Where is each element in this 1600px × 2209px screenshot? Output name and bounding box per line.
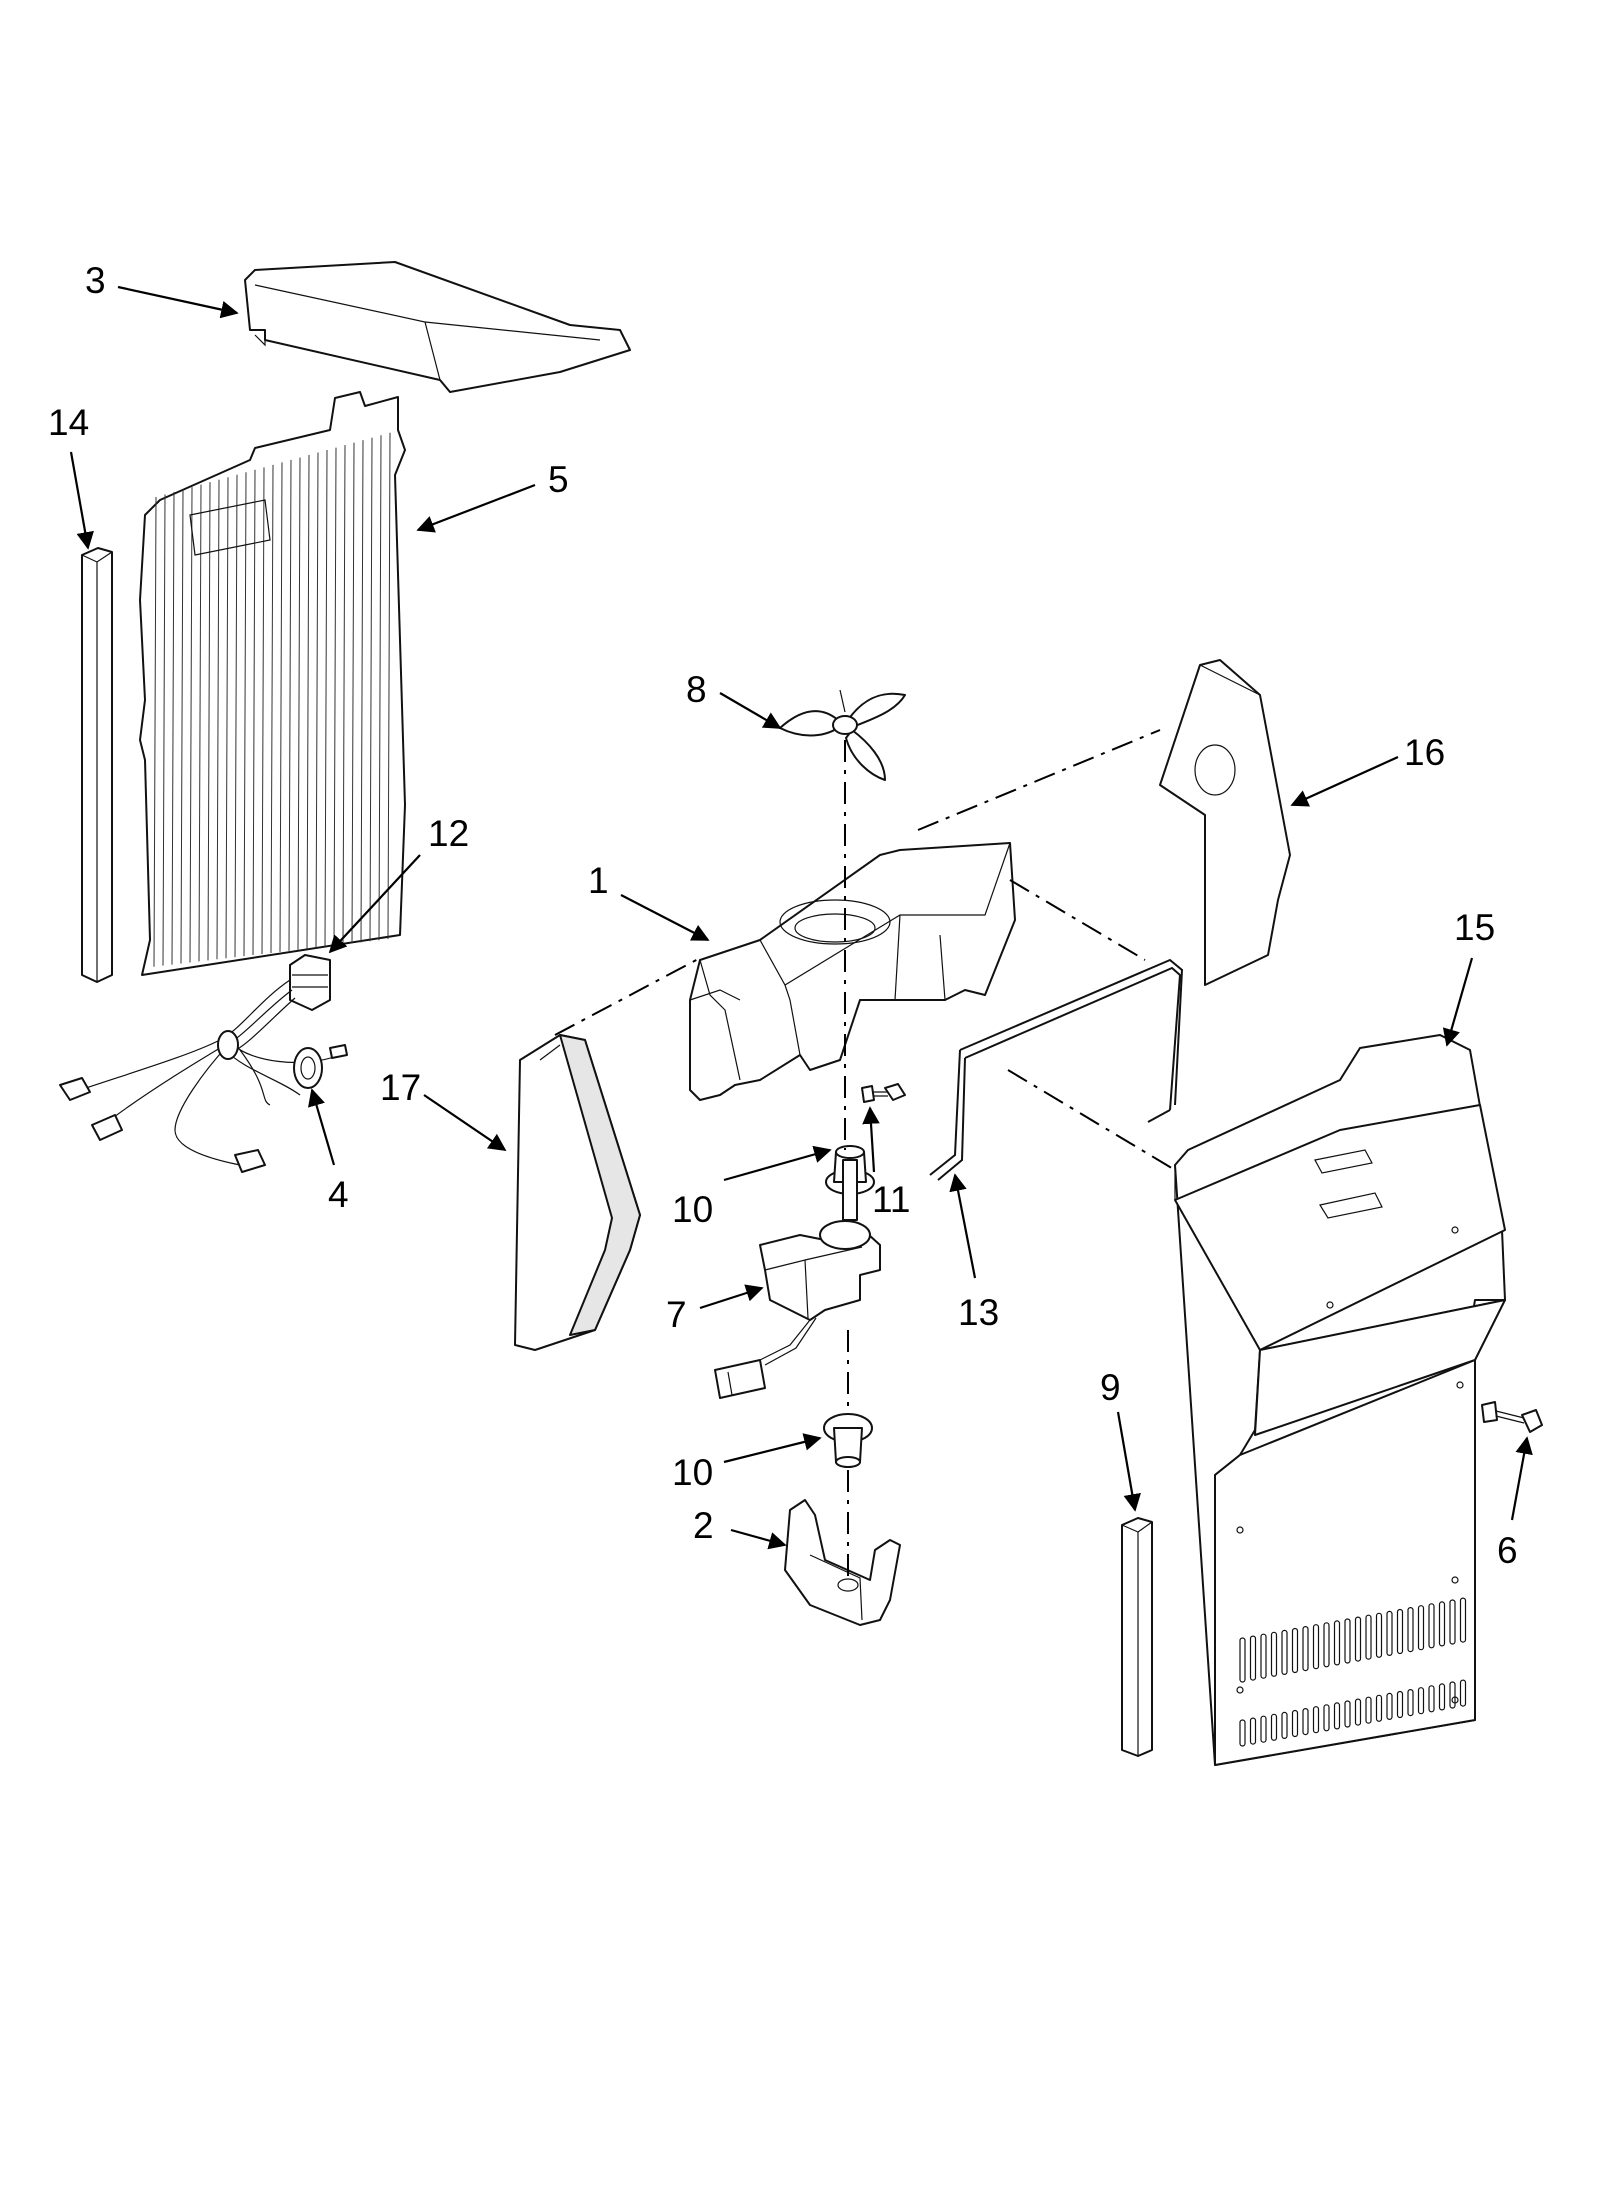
part-5-evaporator-cover: [139, 391, 406, 976]
callout-7: 7: [666, 1294, 687, 1335]
part-6-screw: [1481, 1401, 1543, 1433]
callout-12: 12: [428, 813, 469, 854]
callout-15: 15: [1454, 907, 1495, 948]
part-14-rail: [81, 547, 113, 983]
leader-lines: [69, 285, 1533, 1550]
callout-1: 1: [588, 860, 609, 901]
part-8-fan-blade: [779, 689, 906, 781]
callout-16: 16: [1404, 732, 1445, 773]
callout-6: 6: [1497, 1530, 1518, 1571]
part-17-duct-cover-left: [514, 1034, 641, 1351]
part-1-fan-housing: [689, 842, 1016, 1101]
callout-17: 17: [380, 1067, 421, 1108]
callout-13: 13: [958, 1292, 999, 1333]
callout-14: 14: [48, 402, 89, 443]
callout-9: 9: [1100, 1367, 1121, 1408]
part-11-screw: [861, 1083, 906, 1103]
callout-10-lower: 10: [672, 1452, 713, 1493]
part-4-grommet: [293, 1047, 323, 1089]
callout-10-upper: 10: [672, 1189, 713, 1230]
callout-5: 5: [548, 459, 569, 500]
exploded-view-lines: [554, 729, 1176, 1580]
part-13-wire-frame: [929, 958, 1184, 1181]
callout-8: 8: [686, 669, 707, 710]
part-2-bracket: [784, 1499, 901, 1626]
part-7-fan-motor: [714, 1159, 881, 1399]
callout-4: 4: [328, 1174, 349, 1215]
part-12-wiring-harness: [59, 954, 348, 1173]
part-16-duct-cover-right: [1159, 659, 1291, 986]
part-9-rail: [1121, 1517, 1153, 1757]
callout-3: 3: [85, 260, 106, 301]
part-15-rear-panel: [1174, 1034, 1506, 1766]
callout-2: 2: [693, 1505, 714, 1546]
part-10-motor-mount-lower: [823, 1413, 873, 1468]
callout-labels: 3 14 5 8 16 12 1 15 17 11 4 10 7 13 9 10…: [48, 260, 1518, 1571]
callout-11: 11: [872, 1179, 910, 1220]
part-3-cover: [244, 261, 631, 393]
